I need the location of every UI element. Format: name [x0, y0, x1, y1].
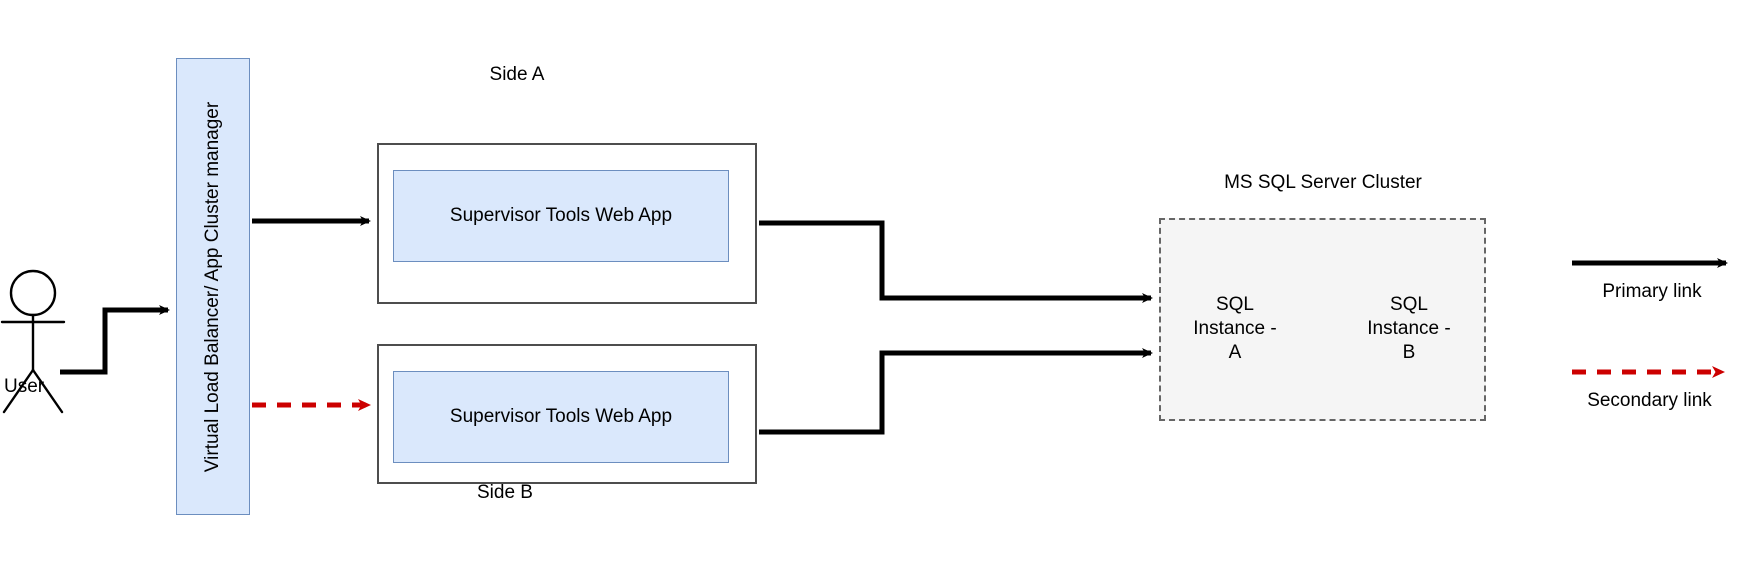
- side-b-web-app-label: Supervisor Tools Web App: [449, 406, 673, 427]
- connector-user-to-load-balancer: [60, 305, 170, 375]
- side-a-web-app-box[interactable]: Supervisor Tools Web App: [393, 170, 729, 262]
- sql-instance-b-line1: SQL: [1389, 294, 1429, 315]
- side-a-host-container[interactable]: Supervisor Tools Web App: [377, 143, 757, 304]
- sql-cluster-container[interactable]: [1159, 218, 1486, 421]
- sql-instance-a-label: SQL Instance - A: [1183, 293, 1287, 365]
- legend-secondary-link-label: Secondary link: [1587, 390, 1712, 411]
- side-a-web-app-label: Supervisor Tools Web App: [449, 205, 673, 226]
- connector-side-a-to-sql-cluster: [759, 220, 1153, 303]
- user-actor-label: User: [4, 376, 45, 397]
- sql-instance-b-line3: B: [1402, 342, 1416, 363]
- side-a-label: Side A: [489, 64, 545, 85]
- user-actor-icon: [0, 269, 66, 414]
- sql-instance-b-line2: Instance -: [1367, 318, 1451, 339]
- connector-side-b-to-sql-cluster: [759, 348, 1153, 435]
- legend-primary-link-label: Primary link: [1602, 281, 1702, 302]
- sql-instance-a-line3: A: [1228, 342, 1242, 363]
- side-b-web-app-box[interactable]: Supervisor Tools Web App: [393, 371, 729, 463]
- sql-cluster-title: MS SQL Server Cluster: [1224, 172, 1422, 193]
- virtual-load-balancer-box[interactable]: Virtual Load Balancer/ App Cluster manag…: [176, 58, 250, 515]
- virtual-load-balancer-label: Virtual Load Balancer/ App Cluster manag…: [202, 101, 223, 472]
- sql-instance-a-line2: Instance -: [1193, 318, 1277, 339]
- sql-instance-a-line1: SQL: [1215, 294, 1255, 315]
- sql-instance-b-label: SQL Instance - B: [1357, 293, 1461, 365]
- side-b-host-container[interactable]: Supervisor Tools Web App: [377, 344, 757, 484]
- side-b-label: Side B: [477, 482, 533, 503]
